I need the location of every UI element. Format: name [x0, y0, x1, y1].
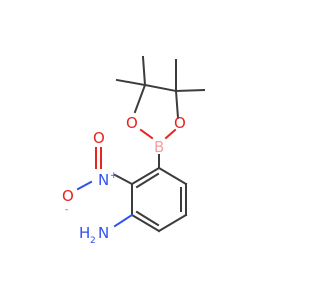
ring-bond-6-inner: [135, 172, 160, 189]
bond-n-o-single: [76, 180, 93, 191]
ring-bond-3: [157, 213, 188, 233]
bond-o-b-right: [164, 128, 177, 140]
methyl-groups: [115, 55, 206, 93]
atom-label-boron: B: [154, 138, 164, 156]
atom-label-nitro-nitrogen: N: [98, 171, 109, 189]
nitro-group-bonds: [76, 147, 134, 191]
methyl-bond-2: [115, 78, 147, 87]
bond-c-o-right: [174, 89, 180, 120]
methyl-bond-4: [174, 88, 206, 93]
atom-label-amine-hydrogen: H: [79, 224, 90, 242]
benzene-ring: [130, 166, 188, 233]
methyl-bond-1: [141, 55, 147, 87]
atom-label-amine-nitrogen: N: [98, 224, 109, 242]
bond-c-n-nitro: [113, 173, 134, 186]
atom-label-ring-oxygen-right: O: [174, 114, 186, 132]
ring-bond-1: [157, 166, 188, 186]
ring-bond-6: [130, 166, 161, 186]
atom-label-ring-oxygen-left: O: [126, 114, 138, 132]
charge-nitro-oxygen: -: [65, 205, 68, 215]
bond-c-c-top: [143, 83, 178, 93]
amine-hydrogen-count: 2: [90, 236, 96, 246]
bond-o-b-left: [139, 128, 154, 140]
charge-nitro-nitrogen: +: [110, 171, 118, 181]
molecule-structure: O O B O N + O - H 2 N: [62, 55, 206, 246]
bond-c-nh2: [113, 213, 134, 228]
ring-bond-4-inner: [135, 210, 160, 227]
atom-label-nitro-oxygen-single: O: [62, 187, 74, 205]
dioxaborolane-ring: [133, 83, 180, 140]
atom-label-nitro-oxygen-double: O: [93, 129, 105, 147]
ring-bond-4: [130, 213, 161, 233]
bond-c-o-left: [133, 83, 147, 114]
